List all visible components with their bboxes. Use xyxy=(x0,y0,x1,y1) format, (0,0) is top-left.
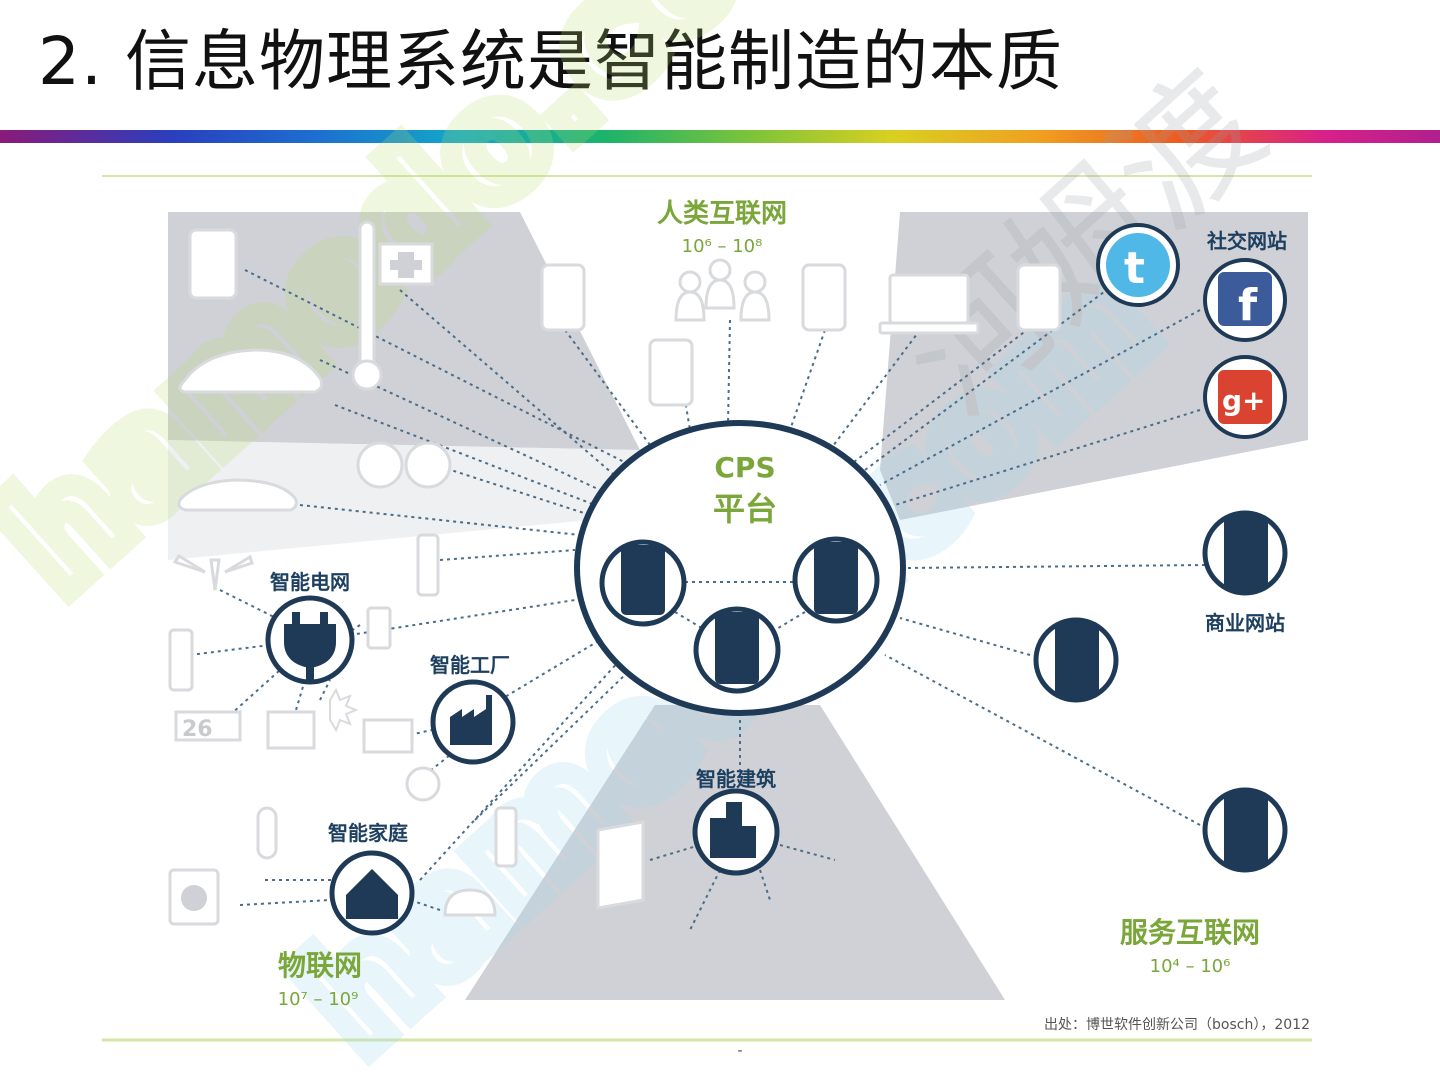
social-panel xyxy=(880,212,1308,520)
social-icons: t f g+ xyxy=(1096,223,1287,439)
page-marker: - xyxy=(737,1043,742,1059)
social-label: 社交网站 xyxy=(1206,229,1287,253)
iot-panel-shadow xyxy=(168,440,640,560)
thermometer-icon xyxy=(358,220,376,374)
smart-building-hub xyxy=(692,788,780,876)
business-label: 商业网站 xyxy=(1205,611,1285,635)
source-credit: 出处：博世软件创新公司（bosch），2012 xyxy=(1044,1016,1310,1033)
wind-turbine-icon xyxy=(172,553,254,591)
smart-grid-label: 智能电网 xyxy=(270,570,350,594)
bicycle-icon xyxy=(356,441,404,489)
smart-building-label: 智能建筑 xyxy=(696,767,776,791)
iot-range: 10⁷ – 10⁹ xyxy=(278,989,359,1010)
services-internet-label: 服务互联网 xyxy=(1120,916,1260,949)
services-internet-range: 10⁴ – 10⁶ xyxy=(1150,956,1231,977)
smart-factory-hub xyxy=(430,679,516,765)
charger-left-icon xyxy=(168,628,194,692)
iot-label: 物联网 xyxy=(278,949,362,982)
smart-factory-label: 智能工厂 xyxy=(430,653,510,677)
tools-icon xyxy=(405,766,441,802)
connector-lines xyxy=(189,269,1206,931)
charger-top-icon xyxy=(416,533,440,597)
phone-icon-2 xyxy=(648,338,694,407)
sun-icon xyxy=(329,687,359,733)
human-internet-range: 10⁶ – 10⁸ xyxy=(682,236,763,257)
phone-icon-3 xyxy=(801,263,847,332)
smart-home-hub xyxy=(329,850,415,936)
tablet-icon xyxy=(188,228,238,300)
bulb-icon xyxy=(256,806,278,860)
smart-home-label: 智能家庭 xyxy=(328,821,408,845)
radiator-icon xyxy=(362,718,414,754)
door-icon xyxy=(596,820,645,910)
alarm-icon xyxy=(443,888,497,917)
cps-label-line2: 平台 xyxy=(713,490,777,528)
battery-icon xyxy=(366,606,392,650)
solar-panel-icon xyxy=(266,710,316,750)
laptop-icon xyxy=(888,273,970,325)
svg-text:f: f xyxy=(1238,280,1258,331)
electric-car-icon xyxy=(178,348,324,394)
facebook-icon xyxy=(1218,272,1272,326)
building-icon xyxy=(710,802,756,858)
twitter-icon xyxy=(1106,233,1170,297)
human-internet-label: 人类互联网 xyxy=(657,199,787,229)
google-plus-icon xyxy=(1218,370,1272,424)
cps-label-line1: CPS xyxy=(714,451,775,484)
house-icon xyxy=(346,869,398,919)
server-icon-business-1 xyxy=(1224,515,1268,591)
svg-text:t: t xyxy=(1124,243,1145,294)
server-icon-2 xyxy=(792,536,880,624)
rainbow-divider xyxy=(0,130,1440,143)
iot-device-icons: 26 xyxy=(168,220,645,926)
people-icon xyxy=(674,258,771,322)
plug-icon xyxy=(284,612,336,680)
phone-icon-1 xyxy=(540,263,586,332)
server-icon-business-2 xyxy=(1055,622,1099,698)
server-icon-3 xyxy=(693,606,781,694)
slide-title: 2. 信息物理系统是智能制造的本质 xyxy=(38,23,1063,100)
business-servers xyxy=(1033,510,1288,873)
svg-text:g+: g+ xyxy=(1222,384,1266,417)
server-icon-1 xyxy=(599,539,687,627)
meter-icon xyxy=(174,710,242,742)
server-icon-business-3 xyxy=(1224,792,1268,868)
smart-grid-hub xyxy=(265,595,355,685)
factory-icon xyxy=(450,695,492,745)
charger-bottom-icon xyxy=(494,806,518,868)
phone-icon-4 xyxy=(1016,263,1062,332)
human-device-icons xyxy=(540,258,1062,407)
cps-platform: CPS 平台 xyxy=(574,420,906,716)
meter-digits: 26 xyxy=(182,717,213,742)
electric-car-small-icon xyxy=(177,478,298,512)
